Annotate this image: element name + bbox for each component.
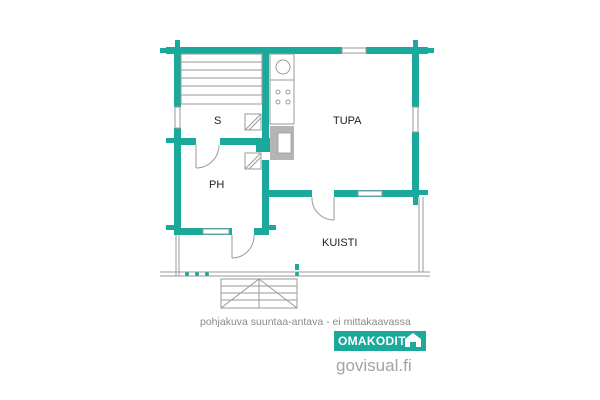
corner-stub — [175, 40, 180, 49]
right-wall-lower — [412, 132, 419, 197]
sink — [275, 59, 291, 75]
corner-stub — [413, 195, 418, 205]
window-right — [412, 106, 419, 133]
corner-stub — [166, 138, 176, 143]
window-washroom-bottom — [202, 228, 230, 235]
logo-text: OMAKODIT — [338, 334, 406, 348]
disclaimer-caption: pohjakuva suuntaa-antava - ei mittakaava… — [200, 316, 411, 328]
porch-steps — [220, 278, 298, 309]
corner-stub — [166, 225, 176, 230]
doors — [195, 144, 335, 259]
room-label-sauna: S — [214, 115, 221, 127]
corner-stub — [160, 48, 168, 53]
window-left — [174, 106, 181, 129]
sauna-washroom-wall-right — [220, 138, 263, 145]
sauna-heater — [244, 113, 262, 131]
window-porch-wall — [357, 190, 383, 197]
inner-wall-lower — [262, 160, 269, 191]
fireplace — [256, 126, 294, 160]
corner-stub — [413, 40, 418, 49]
top-wall-right — [366, 47, 428, 54]
door-sauna — [195, 144, 220, 169]
walls — [160, 40, 434, 235]
left-wall-upper — [174, 47, 181, 107]
windows — [174, 47, 419, 235]
inner-wall-upper — [262, 54, 269, 145]
sauna-washroom-wall-left — [174, 138, 196, 145]
left-wall-lower — [174, 128, 181, 235]
room-label-porch: KUISTI — [322, 237, 357, 249]
inner-wall-porch — [262, 190, 269, 235]
room-label-washroom: PH — [209, 179, 224, 191]
porch-posts — [185, 264, 299, 276]
top-wall-left — [166, 47, 342, 54]
omakodit-logo: OMAKODIT — [334, 331, 426, 351]
sauna-benches — [180, 53, 263, 105]
door-washroom-exterior — [231, 234, 255, 259]
washroom-fixture — [244, 152, 262, 170]
door-living-porch — [311, 196, 335, 221]
corner-stub — [266, 225, 276, 230]
corner-stub — [418, 190, 428, 195]
kitchen-counter — [269, 53, 295, 125]
corner-stub — [426, 48, 434, 53]
living-porch-wall-left — [262, 190, 312, 197]
bench-outline — [180, 53, 263, 105]
website-text: govisual.fi — [336, 356, 412, 375]
porch-outline — [160, 197, 430, 277]
house-icon — [405, 333, 421, 347]
window-top — [341, 47, 367, 54]
room-label-living: TUPA — [333, 115, 362, 127]
right-wall-upper — [412, 47, 419, 107]
washroom-bottom-wall-right — [254, 228, 269, 235]
